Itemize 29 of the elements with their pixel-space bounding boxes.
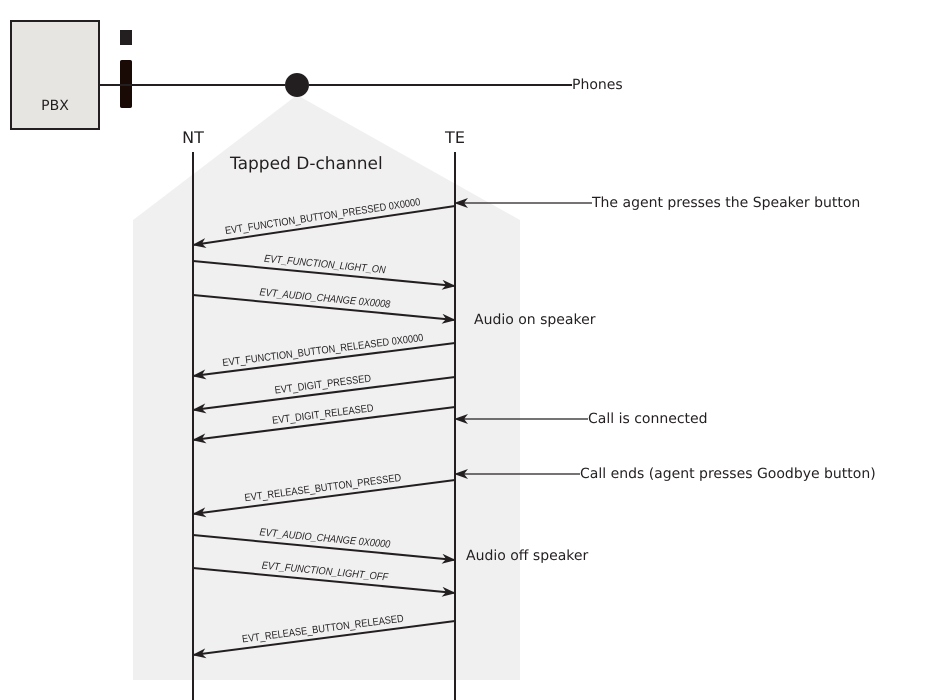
message-arrow	[192, 376, 456, 414]
message-arrow	[192, 567, 456, 597]
node-label: PBX	[40, 98, 70, 114]
participant-label: NT	[181, 128, 205, 147]
message-arrow	[192, 620, 456, 658]
line	[309, 84, 572, 86]
pbx-box	[10, 20, 100, 130]
message-arrow	[192, 479, 456, 518]
leader-arrow	[454, 414, 588, 424]
leader-arrow	[454, 198, 592, 208]
line	[100, 84, 285, 86]
annotation-text: Phones	[572, 74, 642, 96]
message-label: EVT_AUDIO_CHANGE 0X0008	[258, 286, 391, 311]
message-arrow	[192, 406, 456, 444]
message-arrow	[192, 205, 456, 248]
annotation-text: The agent presses the Speaker button	[592, 192, 922, 214]
participant-label: TE	[444, 128, 466, 147]
area-title: Tapped D-channel	[230, 154, 383, 174]
tap-point	[285, 73, 309, 97]
message-arrow	[192, 294, 456, 324]
note-text: Audio on speaker	[474, 312, 596, 328]
message-arrow	[192, 534, 456, 564]
message-label: EVT_AUDIO_CHANGE 0X0000	[258, 526, 391, 551]
note-text: Audio off speaker	[466, 548, 588, 564]
leader-arrow	[454, 469, 580, 479]
message-arrow	[192, 260, 456, 290]
annotation-text: Call is connected	[588, 408, 758, 430]
message-arrow	[192, 342, 456, 380]
annotation-text: Call ends (agent presses Goodbye button)	[580, 463, 930, 485]
